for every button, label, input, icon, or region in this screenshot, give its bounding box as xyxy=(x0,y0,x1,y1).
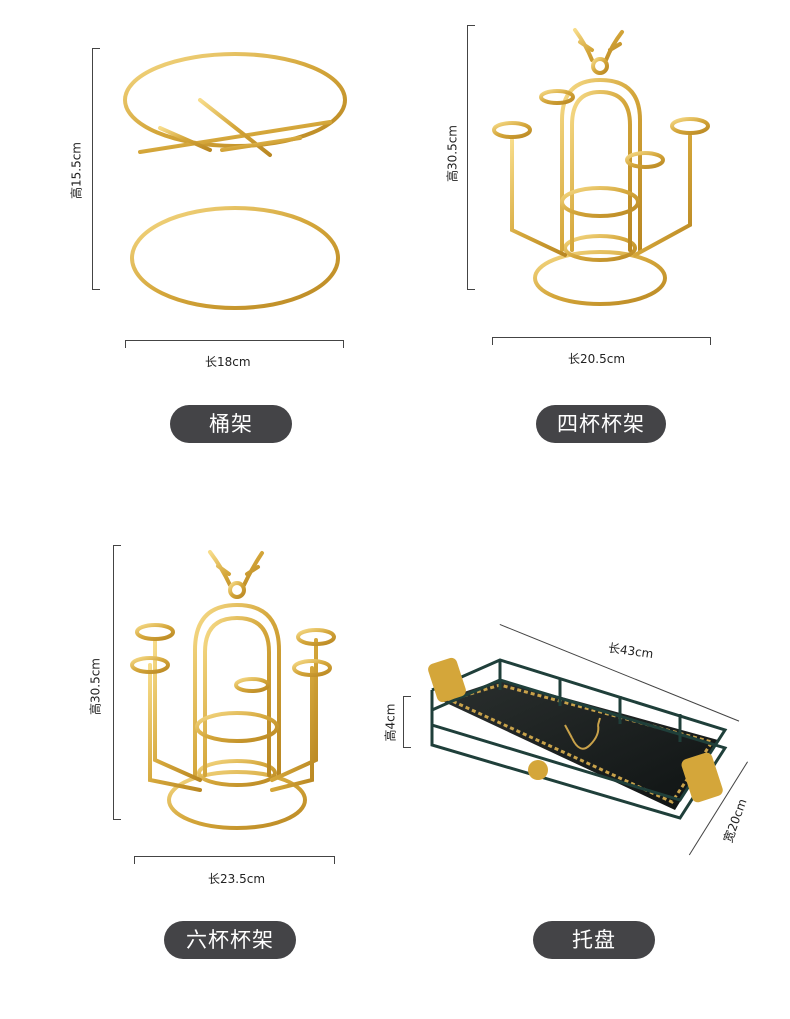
tray-height-line xyxy=(403,696,412,748)
four-cup-rack-name-pill: 四杯杯架 xyxy=(536,405,666,443)
tray-height-tick-bottom xyxy=(403,747,411,748)
tray-height-tick-top xyxy=(403,696,411,697)
bucket-rack-length-tick-left xyxy=(125,340,126,348)
six-cup-rack-height-tick-bottom xyxy=(113,819,121,820)
six-cup-rack-name-pill: 六杯杯架 xyxy=(164,921,296,959)
bucket-rack-length-line xyxy=(125,340,343,349)
bucket-rack-height-tick-top xyxy=(92,48,100,49)
six-cup-rack-length-tick-right xyxy=(334,856,335,864)
four-cup-rack-length-tick-left xyxy=(492,337,493,345)
bucket-rack-height-tick-bottom xyxy=(92,289,100,290)
six-cup-rack-length-label: 长23.5cm xyxy=(208,872,266,886)
bucket-rack-name-pill: 桶架 xyxy=(170,405,292,443)
bucket-rack-length-label: 长18cm xyxy=(205,355,251,369)
bucket-rack-length-tick-right xyxy=(343,340,344,348)
six-cup-rack-length-line xyxy=(134,856,334,865)
four-cup-rack-length-tick-right xyxy=(710,337,711,345)
four-cup-rack-height-line xyxy=(467,25,476,290)
four-cup-rack-length-label: 长20.5cm xyxy=(568,352,626,366)
six-cup-rack-height-tick-top xyxy=(113,545,121,546)
tray-name-pill: 托盘 xyxy=(533,921,655,959)
six-cup-rack-height-line xyxy=(113,545,122,820)
bucket-rack-height-line xyxy=(92,48,101,290)
tray-height-label: 高4cm xyxy=(383,703,398,742)
six-cup-rack-length-tick-left xyxy=(134,856,135,864)
four-cup-rack-height-tick-top xyxy=(467,25,475,26)
four-cup-rack-height-tick-bottom xyxy=(467,289,475,290)
four-cup-rack-length-line xyxy=(492,337,710,346)
